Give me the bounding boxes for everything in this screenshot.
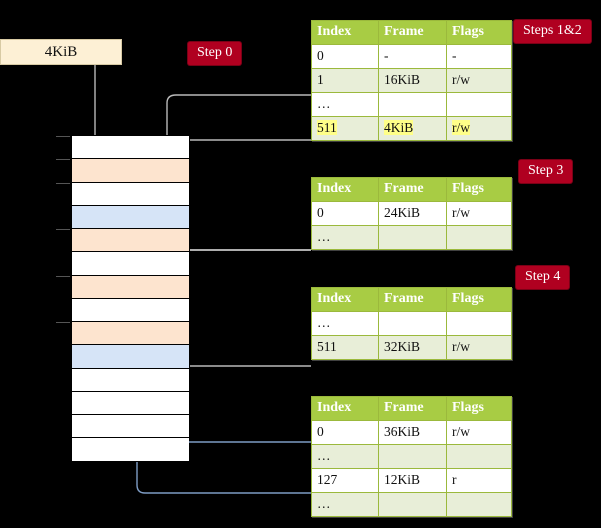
memory-tick-mark [56, 275, 70, 277]
table-row: … [311, 444, 512, 469]
memory-tick-mark [56, 136, 70, 137]
table-row: … [311, 92, 512, 117]
column-header-frame: Frame [378, 177, 447, 202]
badge-step-4: Step 4 [516, 266, 570, 289]
cell-index: 511 [311, 116, 379, 141]
cell-index: 511 [311, 335, 379, 360]
memory-tick-mark [56, 322, 70, 323]
cell-flags [446, 92, 512, 117]
memory-frame-row [72, 368, 189, 392]
memory-frame-row [72, 298, 189, 322]
cell-flags: r/w [446, 68, 512, 93]
memory-frame-row [72, 322, 189, 346]
cell-flags: r/w [446, 420, 512, 445]
cell-frame: 16KiB [378, 68, 447, 93]
cell-flags [446, 311, 512, 336]
badge-steps-1-2: Steps 1&2 [514, 20, 591, 43]
cell-index: 1 [311, 68, 379, 93]
cell-index: 0 [311, 44, 379, 69]
source-frame-label: 4KiB [44, 43, 78, 60]
badge-step-3: Step 3 [519, 160, 573, 183]
memory-frame-row [72, 252, 189, 276]
memory-frame-row [72, 415, 189, 439]
column-header-frame: Frame [378, 20, 447, 45]
table-row: … [311, 225, 512, 250]
cell-flags: r/w [446, 201, 512, 226]
cell-frame: 12KiB [378, 468, 447, 493]
cell-index: 0 [311, 201, 379, 226]
cell-frame: 32KiB [378, 335, 447, 360]
cell-index: … [311, 92, 379, 117]
memory-frame-row [72, 275, 189, 299]
badge-step-0: Step 0 [188, 42, 242, 65]
cell-frame: - [378, 44, 447, 69]
memory-frame-row [72, 159, 189, 183]
cell-index: 127 [311, 468, 379, 493]
cell-flags: r/w [446, 335, 512, 360]
memory-frame-row [72, 182, 189, 206]
table-row: … [311, 492, 512, 517]
cell-index: … [311, 311, 379, 336]
cell-flags: r [446, 468, 512, 493]
memory-frame-row [72, 345, 189, 369]
memory-frame-row [72, 391, 189, 415]
cell-flags [446, 444, 512, 469]
column-header-index: Index [311, 287, 379, 312]
cell-index: 0 [311, 420, 379, 445]
cell-flags: r/w [446, 116, 512, 141]
memory-frame-row [72, 229, 189, 253]
column-header-index: Index [311, 396, 379, 421]
source-frame-box: 4KiB [0, 39, 122, 65]
column-header-index: Index [311, 20, 379, 45]
memory-tick-mark [56, 159, 70, 161]
column-header-flags: Flags [446, 177, 512, 202]
memory-frame-row [72, 205, 189, 229]
column-header-index: Index [311, 177, 379, 202]
cell-flags [446, 225, 512, 250]
cell-frame [378, 225, 447, 250]
column-header-flags: Flags [446, 20, 512, 45]
memory-tick-mark [56, 229, 70, 230]
cell-flags: - [446, 44, 512, 69]
cell-frame [378, 444, 447, 469]
memory-column [56, 135, 190, 462]
column-header-frame: Frame [378, 287, 447, 312]
cell-frame: 4KiB [378, 116, 447, 141]
column-header-flags: Flags [446, 287, 512, 312]
memory-frame-row [72, 438, 189, 462]
memory-frame-row [72, 136, 189, 160]
memory-tick-mark [56, 182, 70, 184]
cell-index: … [311, 225, 379, 250]
cell-frame [378, 311, 447, 336]
cell-index: … [311, 444, 379, 469]
cell-flags [446, 492, 512, 517]
cell-frame [378, 492, 447, 517]
table-row: … [311, 311, 512, 336]
cell-frame [378, 92, 447, 117]
column-header-frame: Frame [378, 396, 447, 421]
cell-frame: 24KiB [378, 201, 447, 226]
cell-frame: 36KiB [378, 420, 447, 445]
column-header-flags: Flags [446, 396, 512, 421]
table-row: 0-- [311, 44, 512, 69]
cell-index: … [311, 492, 379, 517]
